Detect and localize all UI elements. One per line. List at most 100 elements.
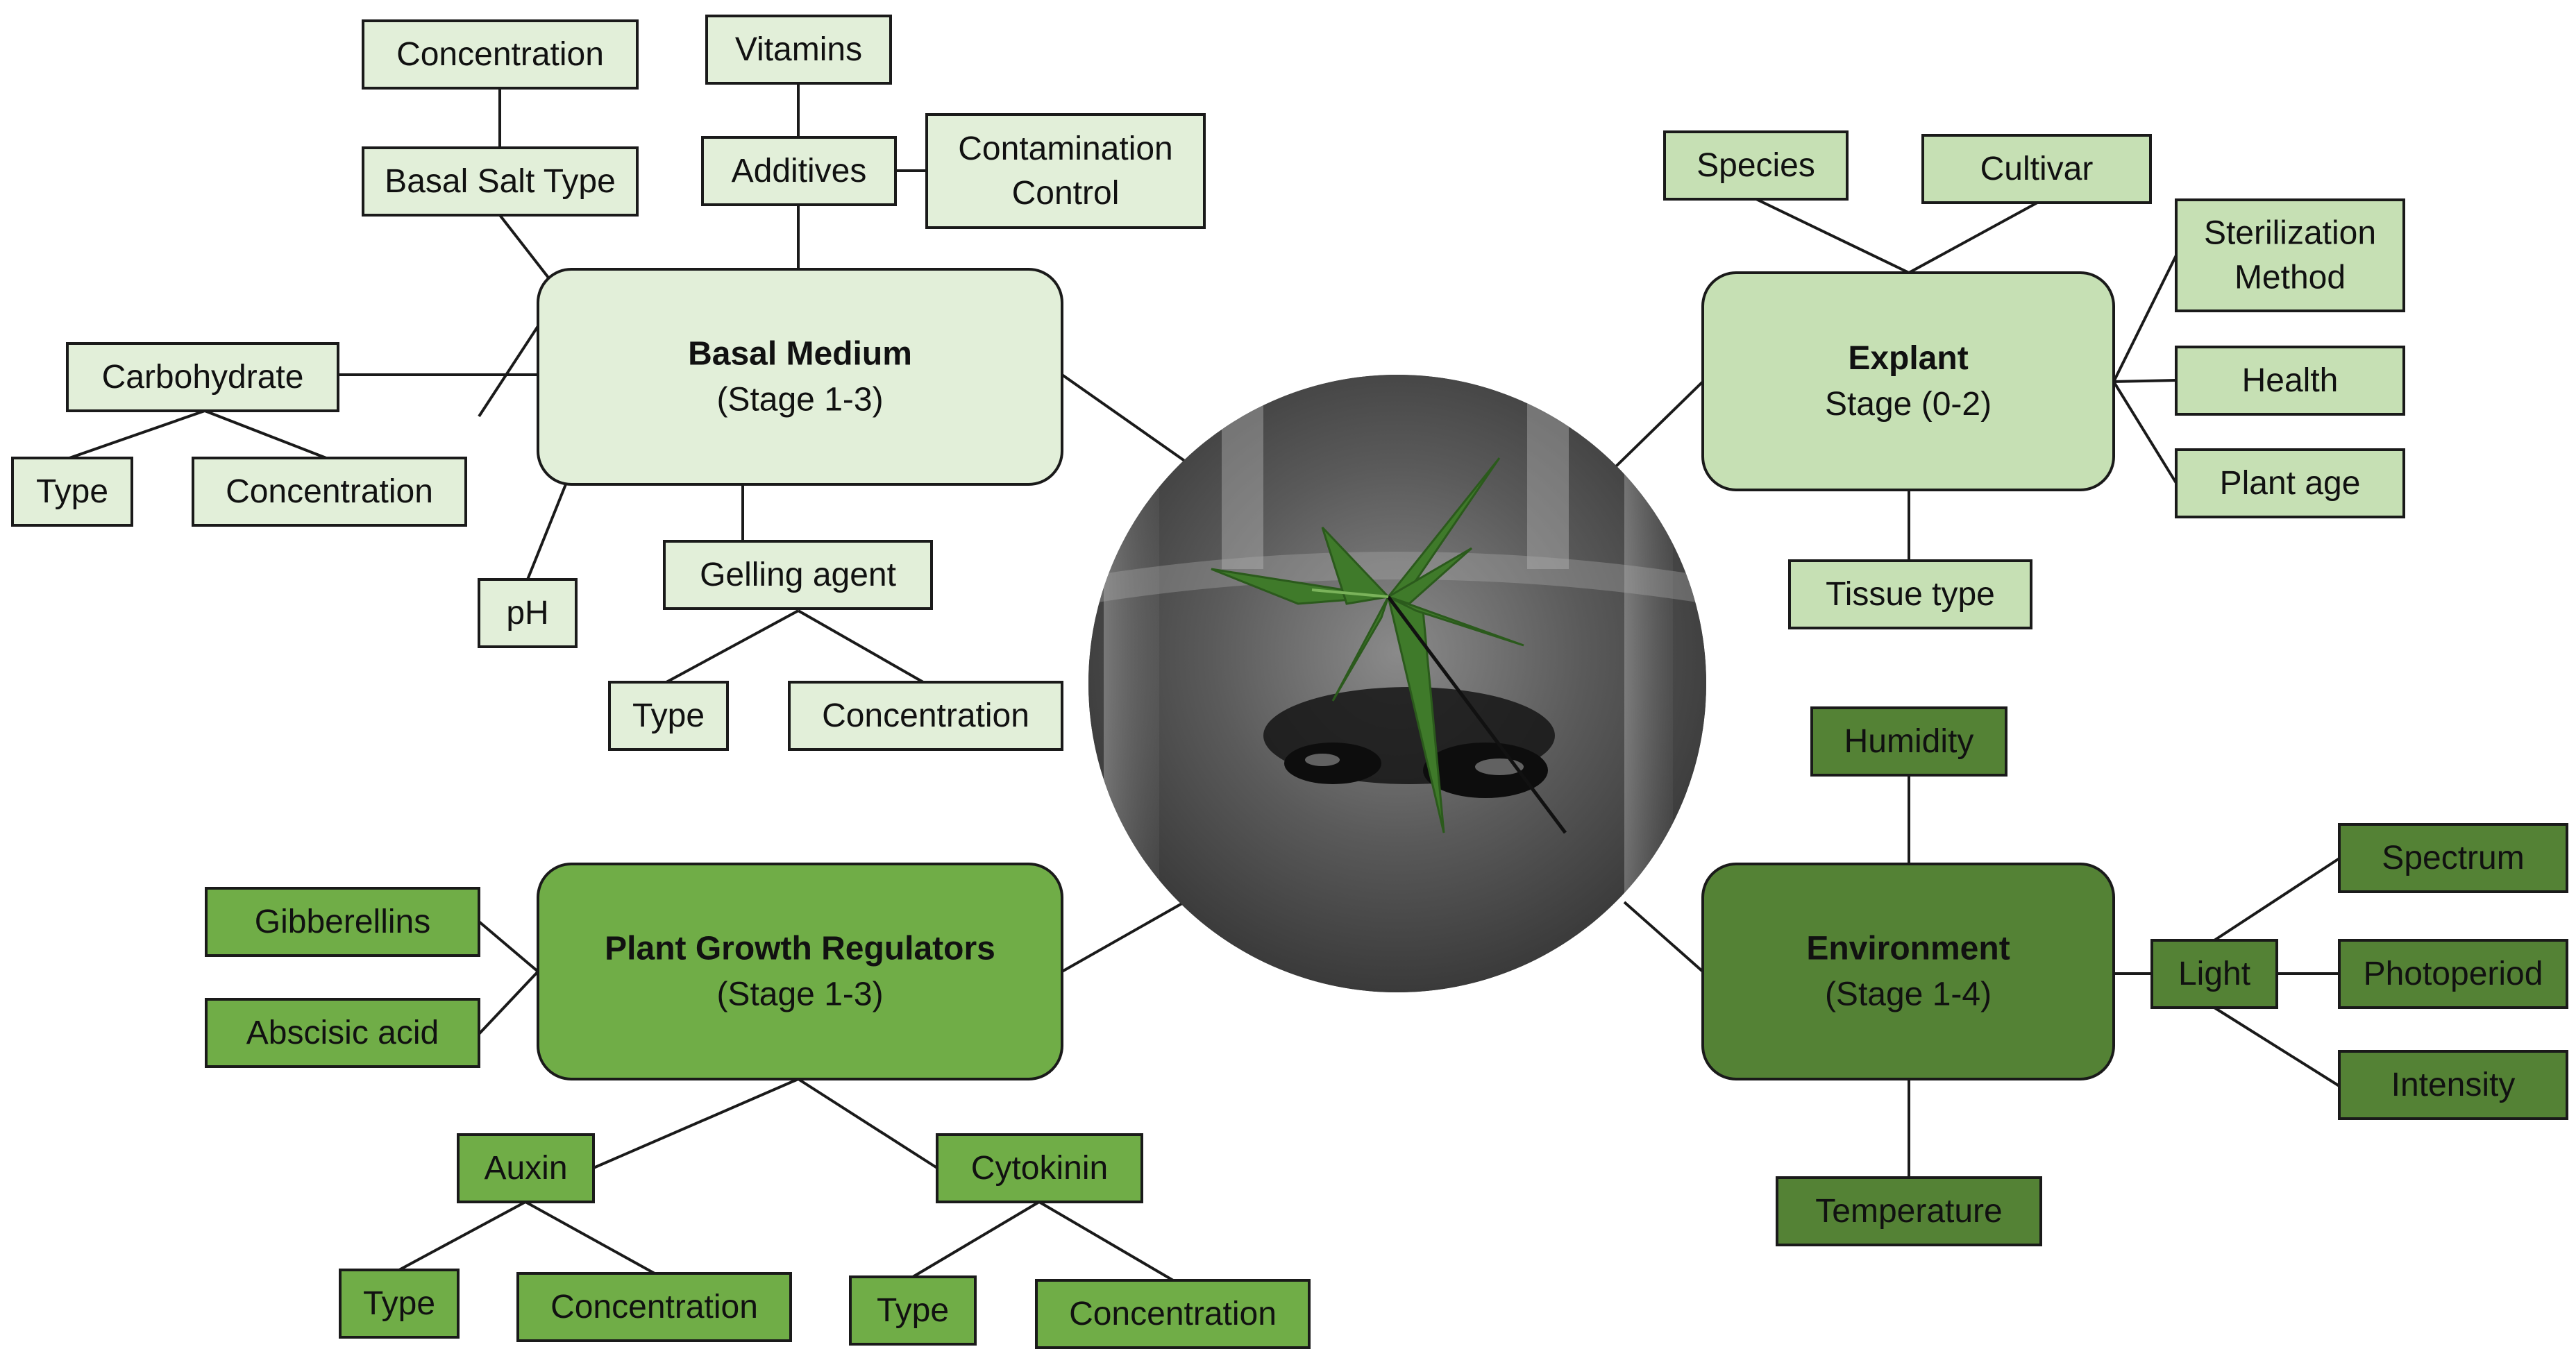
hub-environment: Environment(Stage 1-4): [1701, 863, 2115, 1080]
node-label: Health: [2242, 362, 2339, 399]
connector-line: [666, 609, 799, 684]
node-box: [925, 113, 1206, 229]
hub-box: [537, 863, 1063, 1080]
node-label: Sterilization: [2204, 215, 2376, 252]
hub-subtitle: (Stage 1-3): [716, 976, 883, 1013]
node-ex-species: Species: [1663, 130, 1849, 201]
node-pgr-cyto-type: Type: [849, 1275, 977, 1346]
node-box: [788, 681, 1063, 751]
node-box: [1810, 706, 2007, 777]
node-box: [66, 342, 339, 412]
hub-title: Plant Growth Regulators: [605, 931, 995, 967]
node-box: [1788, 559, 2032, 629]
connector-line: [2112, 255, 2178, 382]
node-label: Gelling agent: [700, 557, 896, 593]
node-label: Type: [632, 697, 705, 734]
node-box: [2338, 823, 2568, 893]
node-pgr-auxin-concentration: Concentration: [516, 1272, 792, 1342]
node-box: [608, 681, 729, 751]
node-env-humidity: Humidity: [1810, 706, 2007, 777]
connector-line: [2213, 857, 2341, 942]
connector-line: [797, 1078, 938, 1169]
node-box: [339, 1269, 460, 1339]
node-box: [516, 1272, 792, 1342]
node-box: [936, 1133, 1143, 1203]
node-bm-carb-concentration: Concentration: [192, 457, 467, 527]
connector-line: [1756, 198, 1910, 274]
node-label: pH: [506, 595, 548, 631]
node-box: [2175, 346, 2405, 416]
hub-subtitle: Stage (0-2): [1825, 386, 1992, 423]
connector-line: [398, 1201, 526, 1271]
hub-pgr: Plant Growth Regulators (Stage 1-3): [537, 863, 1063, 1080]
node-label: Intensity: [2391, 1067, 2516, 1103]
node-label: Concentration: [226, 473, 433, 510]
node-box: [1776, 1176, 2042, 1246]
node-box: [2175, 448, 2405, 518]
node-label: Cytokinin: [971, 1150, 1108, 1187]
node-label: Vitamins: [735, 31, 862, 68]
node-label: Control: [1012, 175, 1120, 212]
connector-lines: [69, 83, 2341, 1282]
connector-line: [798, 609, 924, 684]
node-ex-health: Health: [2175, 346, 2405, 416]
node-label: Concentration: [822, 697, 1029, 734]
node-bm-vitamins: Vitamins: [705, 15, 892, 85]
connector-line: [69, 409, 205, 459]
hub-subtitle: (Stage 1-3): [716, 382, 883, 418]
node-label: Type: [363, 1285, 435, 1322]
node-bm-gel-type: Type: [608, 681, 729, 751]
node-pgr-abscisic-acid: Abscisic acid: [205, 998, 480, 1068]
node-label: Additives: [732, 153, 867, 189]
node-bm-gel-concentration: Concentration: [788, 681, 1063, 751]
hub-box: [537, 268, 1063, 486]
node-label: Contamination: [958, 130, 1173, 167]
node-pgr-cytokinin: Cytokinin: [936, 1133, 1143, 1203]
connector-line: [525, 1201, 655, 1275]
node-pgr-auxin-type: Type: [339, 1269, 460, 1339]
node-box: [1663, 130, 1849, 201]
node-label: Humidity: [1844, 723, 1974, 760]
hub-box: [1701, 271, 2115, 491]
node-box: [2338, 939, 2568, 1009]
node-box: [663, 540, 933, 610]
node-bm-carbohydrate: Carbohydrate: [66, 342, 339, 412]
node-bm-additives: Additives: [701, 136, 897, 206]
node-label: Temperature: [1815, 1193, 2002, 1230]
connector-line: [1623, 901, 1704, 973]
hub-subtitle: (Stage 1-4): [1825, 976, 1992, 1013]
hub-box: [1701, 863, 2115, 1080]
node-label: Concentration: [1069, 1296, 1277, 1332]
node-box: [705, 15, 892, 85]
node-label: Tissue type: [1826, 576, 1995, 613]
node-label: Concentration: [550, 1289, 758, 1325]
node-label: Basal Salt Type: [385, 163, 616, 200]
connector-line: [1908, 201, 2038, 274]
connector-line: [1038, 1201, 1175, 1282]
node-box: [362, 19, 639, 90]
connector-line: [526, 484, 567, 580]
node-label: Gibberellins: [255, 904, 430, 940]
node-env-temperature: Temperature: [1776, 1176, 2042, 1246]
connector-line: [2113, 379, 2177, 383]
plantlet-photo: [1088, 375, 1706, 992]
node-label: Abscisic acid: [246, 1015, 439, 1051]
node-label: Concentration: [396, 36, 604, 73]
node-pgr-auxin: Auxin: [457, 1133, 595, 1203]
connector-line: [478, 325, 539, 418]
hub-title: Explant: [1848, 340, 1968, 377]
node-box: [2338, 1050, 2568, 1120]
node-pgr-gibberellins: Gibberellins: [205, 887, 480, 957]
node-box: [11, 457, 133, 527]
hub-title: Basal Medium: [688, 336, 912, 373]
node-label: Auxin: [484, 1150, 567, 1187]
node-box: [701, 136, 897, 206]
node-box: [205, 887, 480, 957]
connector-line: [1061, 897, 1191, 973]
connector-line: [478, 970, 539, 1035]
node-bm-gelling-agent: Gelling agent: [663, 540, 933, 610]
